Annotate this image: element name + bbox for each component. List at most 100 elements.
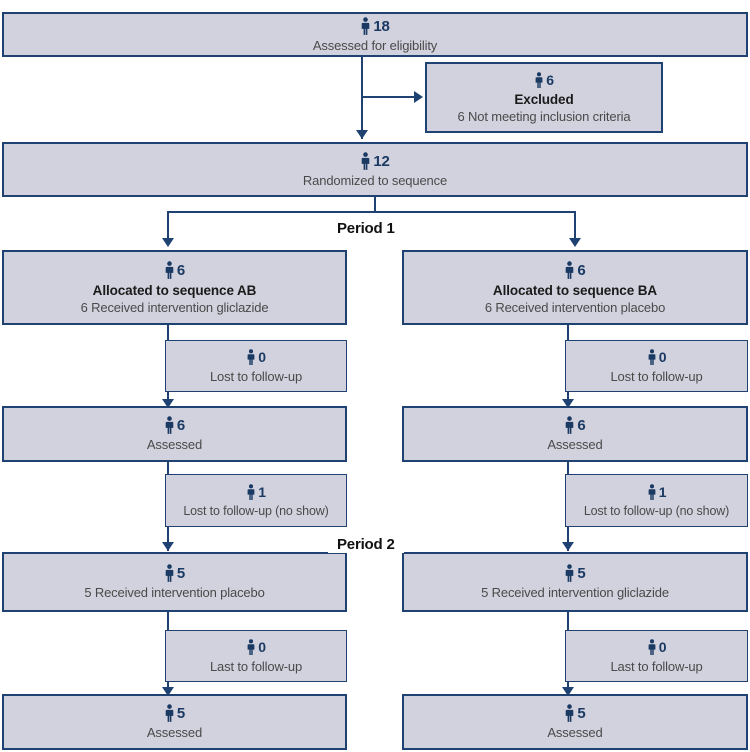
node-subtitle: Assessed (146, 725, 203, 740)
count-group: 5 (564, 564, 586, 583)
count-group: 0 (647, 638, 667, 656)
connector-branch-left (167, 211, 169, 240)
count-group: 5 (564, 704, 586, 723)
count-group: 0 (246, 638, 266, 656)
count-value: 6 (176, 261, 186, 279)
count-value: 0 (258, 349, 266, 365)
count-group: 6 (164, 416, 185, 435)
node-excluded: 6 Excluded 6 Not meeting inclusion crite… (425, 62, 663, 133)
node-allocated-ba: 6 Allocated to sequence BA 6 Received in… (402, 250, 748, 325)
node-randomized: 12 Randomized to sequence (2, 142, 748, 197)
arrow-to-allocated-ba (569, 238, 581, 247)
node-last-p2-left: 0 Last to follow-up (165, 630, 347, 682)
count-group: 5 (164, 704, 185, 723)
count-group: 6 (164, 260, 186, 280)
count-value: 5 (176, 705, 186, 722)
count-group: 0 (246, 348, 266, 366)
node-assessed-p2-left: 5 Assessed (2, 694, 347, 750)
arrow-to-assessed-p2-right (562, 687, 574, 696)
node-lost-noshow-left: 1 Lost to follow-up (no show) (165, 474, 347, 527)
count-value: 6 (577, 261, 586, 279)
period-2-label: Period 2 (328, 536, 404, 553)
node-title: Allocated to sequence BA (492, 282, 658, 298)
person-icon (535, 71, 543, 88)
count-value: 0 (658, 349, 667, 365)
node-subtitle: Lost to follow-up (209, 368, 303, 384)
person-icon (247, 348, 255, 365)
person-icon (165, 704, 174, 722)
arrow-to-received-p2-right (562, 542, 574, 551)
node-subtitle: Randomized to sequence (302, 172, 448, 188)
connector-eligibility-vertical (361, 57, 363, 139)
node-subtitle: 6 Received intervention gliclazide (80, 299, 269, 315)
node-title: Allocated to sequence AB (92, 282, 257, 298)
node-assessed-p1-left: 6 Assessed (2, 406, 347, 462)
count-value: 5 (577, 565, 586, 582)
count-group: 18 (360, 16, 390, 36)
count-value: 1 (658, 484, 667, 500)
node-lost-p1-right: 0 Lost to follow-up (565, 340, 748, 392)
node-received-p2-left: 5 5 Received intervention placebo (2, 552, 347, 612)
person-icon (648, 638, 656, 655)
arrow-eligibility-to-randomized (356, 130, 368, 139)
arrow-to-received-p2-left (162, 542, 174, 551)
count-value: 5 (176, 565, 186, 582)
count-value: 0 (658, 639, 667, 655)
period-1-label: Period 1 (328, 220, 404, 237)
node-lost-noshow-right: 1 Lost to follow-up (no show) (565, 474, 748, 527)
count-group: 6 (564, 260, 586, 280)
node-subtitle: 5 Received intervention placebo (84, 585, 265, 600)
count-group: 6 (534, 71, 554, 89)
count-value: 6 (176, 417, 186, 434)
person-icon (648, 348, 656, 365)
node-assessed-for-eligibility: 18 Assessed for eligibility (2, 12, 748, 57)
node-allocated-ab: 6 Allocated to sequence AB 6 Received in… (2, 250, 347, 325)
node-last-p2-right: 0 Last to follow-up (565, 630, 748, 682)
count-value: 6 (577, 417, 586, 434)
node-subtitle: Last to follow-up (209, 658, 303, 674)
node-title: Excluded (514, 91, 574, 107)
count-group: 1 (647, 483, 667, 501)
count-group: 1 (246, 483, 266, 501)
person-icon (566, 564, 574, 582)
count-group: 0 (647, 348, 667, 366)
person-icon (165, 564, 174, 582)
node-subtitle: Assessed (547, 725, 603, 740)
node-subtitle: 5 Received intervention gliclazide (481, 585, 669, 600)
arrow-to-assessed-p2-left (162, 687, 174, 696)
arrow-to-allocated-ab (162, 238, 174, 247)
connector-randomized-stem (374, 197, 376, 213)
count-value: 18 (373, 17, 390, 35)
node-lost-p1-left: 0 Lost to follow-up (165, 340, 347, 392)
count-group: 5 (164, 564, 185, 583)
count-value: 0 (258, 639, 266, 655)
node-subtitle: Lost to follow-up (no show) (583, 503, 730, 518)
node-assessed-p1-right: 6 Assessed (402, 406, 748, 462)
node-received-p2-right: 5 5 Received intervention gliclazide (402, 552, 748, 612)
node-subtitle: Assessed (547, 437, 603, 452)
node-subtitle: Assessed (146, 437, 203, 452)
person-icon (165, 416, 174, 434)
person-icon (247, 483, 255, 500)
count-value: 5 (577, 705, 586, 722)
node-assessed-p2-right: 5 Assessed (402, 694, 748, 750)
person-icon (566, 416, 574, 434)
node-subtitle: Assessed for eligibility (312, 37, 438, 53)
node-subtitle: Lost to follow-up (610, 368, 703, 384)
person-icon (566, 260, 574, 279)
connector-eligibility-to-excluded (361, 96, 415, 98)
person-icon (566, 704, 574, 722)
arrow-ba-to-assessed (562, 399, 574, 408)
connector-branch-right (574, 211, 576, 240)
person-icon (362, 151, 370, 170)
person-icon (165, 260, 174, 279)
person-icon (362, 16, 370, 35)
count-value: 12 (373, 152, 390, 170)
node-subtitle: 6 Not meeting inclusion criteria (457, 108, 631, 124)
count-group: 12 (360, 151, 390, 171)
node-subtitle: Lost to follow-up (no show) (183, 503, 329, 518)
node-subtitle: 6 Received intervention placebo (484, 299, 666, 315)
count-group: 6 (564, 416, 586, 435)
arrow-ab-to-assessed (162, 399, 174, 408)
count-value: 6 (546, 72, 554, 88)
